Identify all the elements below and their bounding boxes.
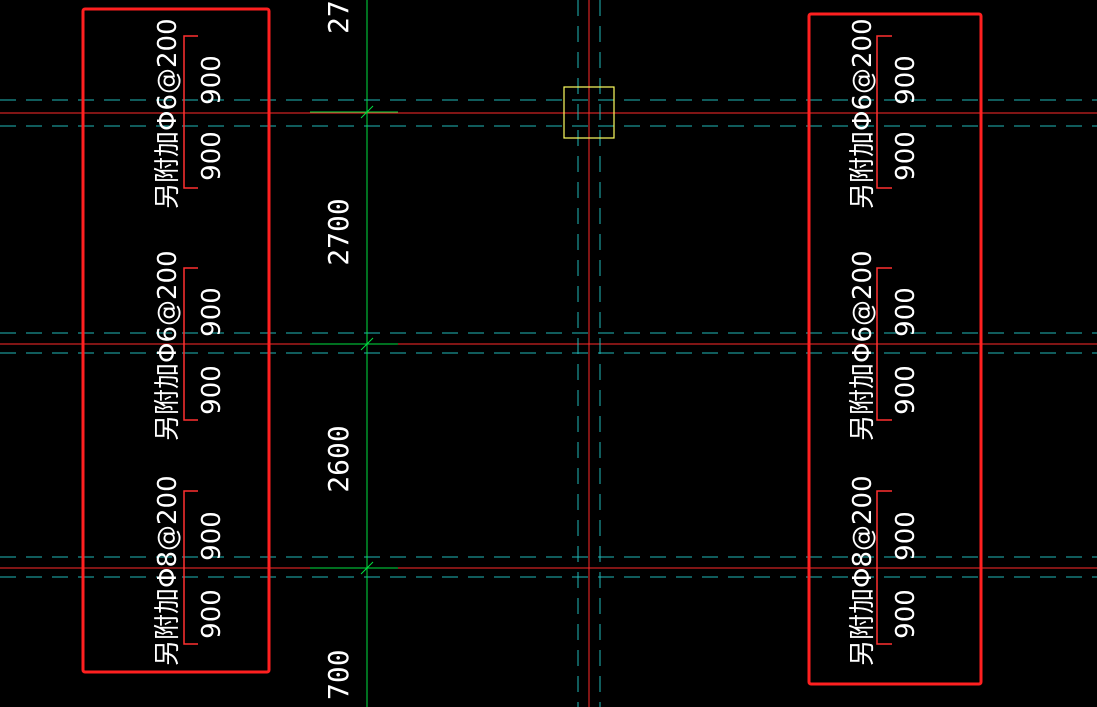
left-annotation-2: 另附加Φ6@200 900 900 [153,250,227,441]
rebar-bracket [876,267,892,421]
rebar-label: 另附加Φ6@200 [848,18,878,209]
rebar-label: 另附加Φ6@200 [848,250,878,441]
right-annotation-group: 另附加Φ6@200 900 900 另附加Φ6@200 900 900 另附加Φ… [807,12,983,686]
dimension-text-top: 27 [322,0,355,34]
column-outline [563,86,615,139]
right-annotation-2: 另附加Φ6@200 900 900 [848,250,921,441]
rebar-label: 另附加Φ6@200 [153,250,183,441]
length-a: 900 [197,55,227,105]
length-b: 900 [891,589,921,639]
left-highlight-box [81,7,271,674]
left-annotation-group: 另附加Φ6@200 900 900 另附加Φ6@200 900 900 另附加Φ… [81,7,271,674]
length-a: 900 [891,511,921,561]
rebar-label: 另附加Φ8@200 [153,475,183,666]
dimension-text-2600: 2600 [322,425,355,492]
dimension-texts: 27 2700 2600 700 [322,0,355,700]
left-annotation-3: 另附加Φ8@200 900 900 [153,475,227,666]
length-b: 900 [891,365,921,415]
length-a: 900 [891,55,921,105]
dimension-tick-1 [360,105,374,119]
dimension-line-group [310,0,398,707]
length-a: 900 [891,287,921,337]
length-a: 900 [197,511,227,561]
right-highlight-box [807,12,983,686]
rebar-bracket [876,490,892,645]
length-b: 900 [891,131,921,181]
rebar-label: 另附加Φ6@200 [153,18,183,209]
rebar-bracket [183,35,198,189]
rebar-bracket [183,490,198,645]
left-annotation-1: 另附加Φ6@200 900 900 [153,18,227,209]
dimension-tick-3 [360,561,374,575]
length-a: 900 [197,287,227,337]
dimension-text-2700: 2700 [322,198,355,265]
length-b: 900 [197,589,227,639]
length-b: 900 [197,131,227,181]
dimension-text-bottom: 700 [322,649,355,700]
dimension-tick-2 [360,337,374,351]
rebar-label: 另附加Φ8@200 [848,475,878,666]
length-b: 900 [197,365,227,415]
rebar-bracket [183,267,198,421]
rebar-bracket [876,35,892,189]
right-annotation-1: 另附加Φ6@200 900 900 [848,18,921,209]
right-annotation-3: 另附加Φ8@200 900 900 [848,475,921,666]
